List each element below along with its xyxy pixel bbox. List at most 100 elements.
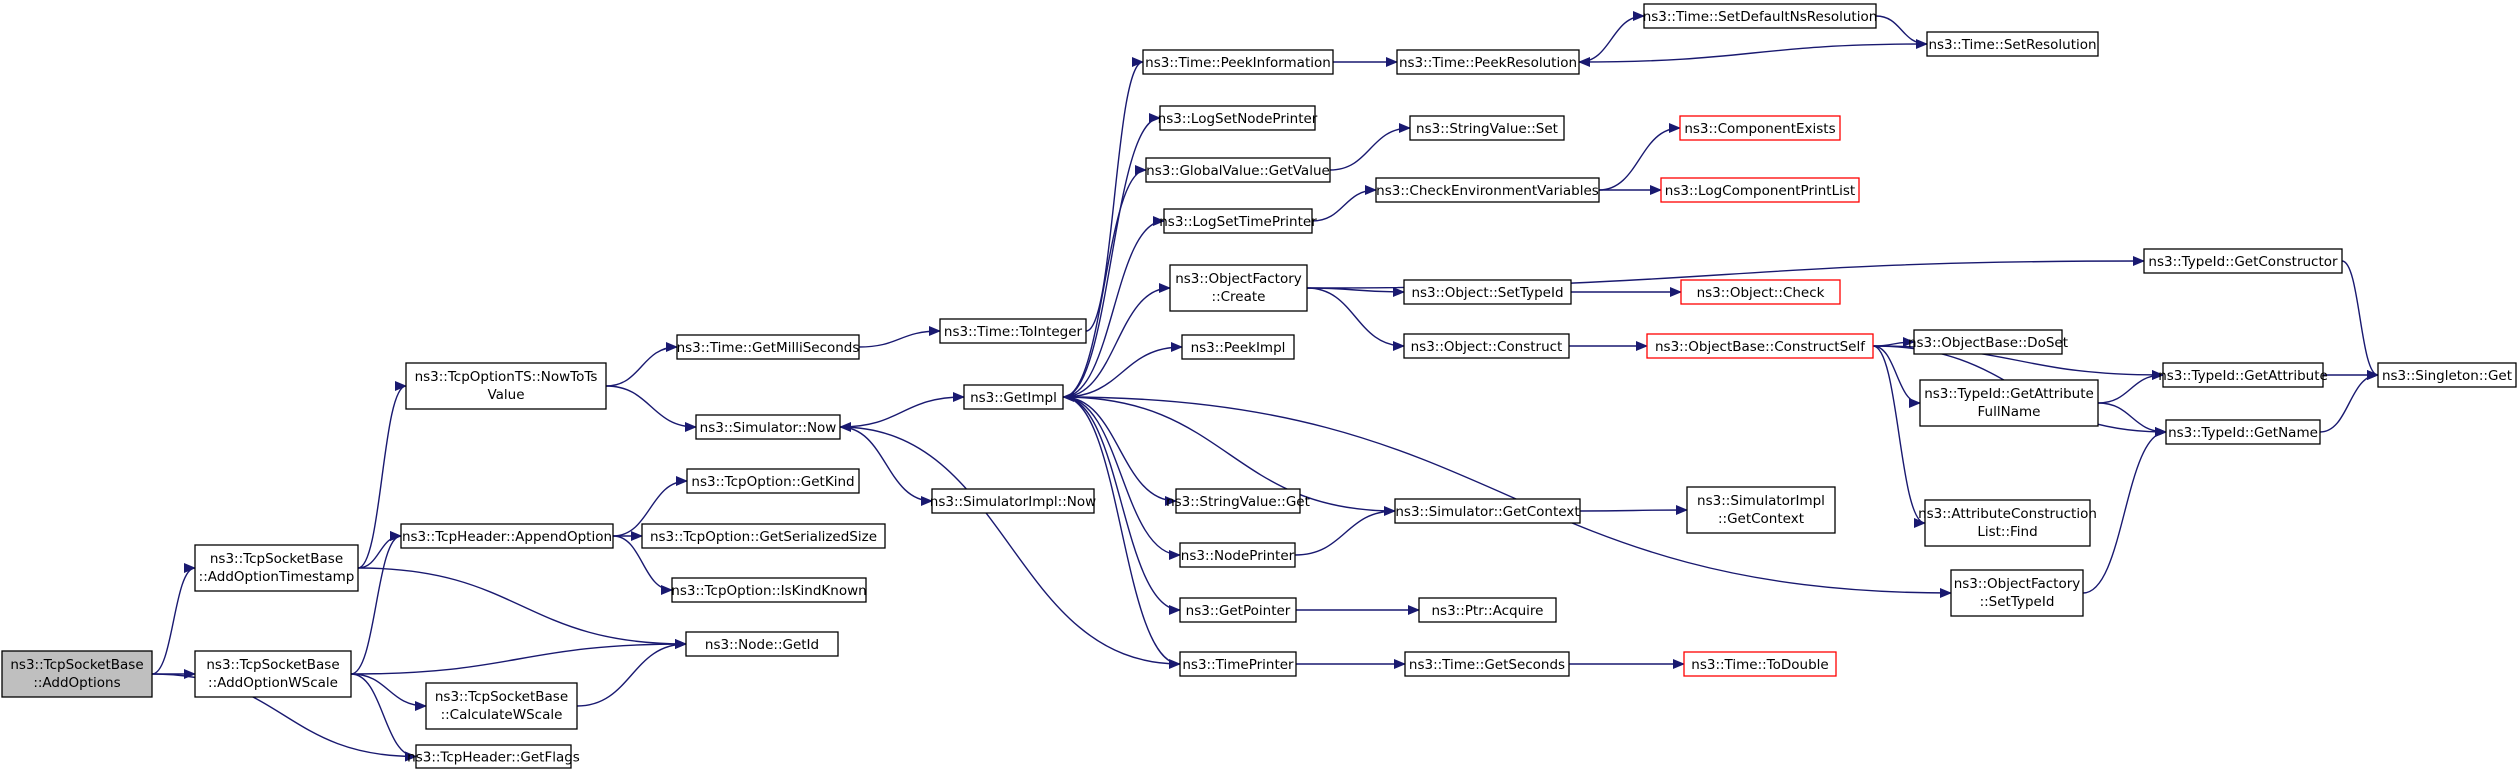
node-simimplnow[interactable]: ns3::SimulatorImpl::Now bbox=[930, 488, 1096, 514]
edge-arrow bbox=[151, 563, 196, 675]
edge-getimpl-to-gvget bbox=[1062, 165, 1147, 398]
node-ofsettid[interactable]: ns3::ObjectFactory::SetTypeId bbox=[1950, 569, 2084, 617]
node-logtime[interactable]: ns3::LogSetTimePrinter bbox=[1159, 208, 1317, 234]
node-nodeid[interactable]: ns3::Node::GetId bbox=[685, 631, 839, 657]
node-singleton[interactable]: ns3::Singleton::Get bbox=[2377, 362, 2517, 388]
node-svset[interactable]: ns3::StringValue::Set bbox=[1409, 115, 1565, 141]
node-box bbox=[695, 414, 841, 440]
node-label-line: List::Find bbox=[1977, 524, 2037, 540]
node-box bbox=[1660, 177, 1860, 203]
node-box bbox=[194, 650, 352, 698]
node-setdefres[interactable]: ns3::Time::SetDefaultNsResolution bbox=[1643, 3, 1878, 29]
node-ots[interactable]: ns3::TcpSocketBase::AddOptionTimestamp bbox=[194, 544, 359, 592]
edge-getms-to-toint bbox=[858, 326, 941, 348]
node-label-line: ::GetContext bbox=[1718, 511, 1804, 527]
edge-arrow bbox=[1311, 185, 1377, 222]
node-setres[interactable]: ns3::Time::SetResolution bbox=[1926, 31, 2099, 57]
node-box bbox=[1175, 488, 1301, 514]
edge-setres-to-peekres bbox=[1578, 43, 1928, 67]
node-box bbox=[1409, 115, 1565, 141]
edge-arrow bbox=[350, 673, 417, 762]
node-label-line: ns3::TcpSocketBase bbox=[10, 657, 143, 673]
node-gflags[interactable]: ns3::TcpHeader::GetFlags bbox=[407, 744, 580, 769]
edge-arrow bbox=[1062, 216, 1165, 398]
node-svget[interactable]: ns3::StringValue::Get bbox=[1166, 488, 1310, 514]
edge-root-to-ots bbox=[151, 563, 196, 675]
node-label-line: ns3::TypeId::GetConstructor bbox=[2148, 254, 2338, 270]
node-label-line: ns3::TypeId::GetAttribute bbox=[1924, 386, 2094, 402]
edge-getattrfull-to-tidgetname bbox=[2097, 402, 2167, 437]
edge-nowtots-to-simnow bbox=[605, 385, 697, 432]
node-doset[interactable]: ns3::ObjectBase::DoSet bbox=[1908, 329, 2068, 355]
node-label-line: ns3::Time::ToDouble bbox=[1691, 657, 1828, 673]
node-iskind[interactable]: ns3::TcpOption::IsKindKnown bbox=[671, 577, 867, 603]
node-ptracq[interactable]: ns3::Ptr::Acquire bbox=[1418, 597, 1557, 623]
node-simimplctx[interactable]: ns3::SimulatorImpl::GetContext bbox=[1686, 486, 1836, 534]
node-toint[interactable]: ns3::Time::ToInteger bbox=[939, 318, 1087, 344]
node-box bbox=[425, 682, 578, 730]
node-calcws[interactable]: ns3::TcpSocketBase::CalculateWScale bbox=[425, 682, 578, 730]
edge-arrow bbox=[1329, 123, 1411, 171]
node-getser[interactable]: ns3::TcpOption::GetSerializedSize bbox=[641, 523, 886, 549]
node-label-line: ns3::LogSetNodePrinter bbox=[1158, 111, 1318, 127]
node-simctx[interactable]: ns3::Simulator::GetContext bbox=[1394, 498, 1581, 524]
edge-constructself-to-getattrfull bbox=[1872, 345, 1921, 408]
edge-logtime-to-checkenv bbox=[1311, 185, 1377, 222]
node-getkind[interactable]: ns3::TcpOption::GetKind bbox=[686, 468, 860, 494]
node-timeprinter[interactable]: ns3::TimePrinter bbox=[1179, 651, 1297, 677]
node-ows[interactable]: ns3::TcpSocketBase::AddOptionWScale bbox=[194, 650, 352, 698]
node-tidgetname[interactable]: ns3::TypeId::GetName bbox=[2165, 419, 2321, 445]
node-setobjtid[interactable]: ns3::Object::SetTypeId bbox=[1403, 279, 1572, 305]
node-box bbox=[1163, 208, 1313, 234]
node-gvget[interactable]: ns3::GlobalValue::GetValue bbox=[1145, 157, 1331, 183]
node-logcomplist[interactable]: ns3::LogComponentPrintList bbox=[1660, 177, 1860, 203]
node-box bbox=[1680, 279, 1841, 305]
edge-calcws-to-nodeid bbox=[576, 639, 687, 707]
node-simnow[interactable]: ns3::Simulator::Now bbox=[695, 414, 841, 440]
node-box bbox=[415, 744, 572, 769]
node-lognode[interactable]: ns3::LogSetNodePrinter bbox=[1158, 105, 1318, 131]
edge-arrow bbox=[1306, 287, 1405, 351]
node-label-line: ns3::ObjectFactory bbox=[1175, 271, 1302, 287]
edge-gvget-to-svset bbox=[1329, 123, 1411, 171]
node-tidgetctor[interactable]: ns3::TypeId::GetConstructor bbox=[2143, 248, 2343, 274]
node-peekinfo[interactable]: ns3::Time::PeekInformation bbox=[1142, 49, 1334, 75]
edge-getattrfull-to-tidgetattr bbox=[2097, 370, 2164, 404]
edge-arrow bbox=[1062, 396, 1181, 560]
node-peekres[interactable]: ns3::Time::PeekResolution bbox=[1396, 49, 1580, 75]
node-todouble[interactable]: ns3::Time::ToDouble bbox=[1683, 651, 1837, 677]
node-getpointer[interactable]: ns3::GetPointer bbox=[1179, 597, 1297, 623]
edge-ofcreate-to-objconstruct bbox=[1306, 287, 1405, 351]
node-objconstruct[interactable]: ns3::Object::Construct bbox=[1403, 333, 1570, 359]
node-checkenv[interactable]: ns3::CheckEnvironmentVariables bbox=[1375, 177, 1600, 203]
edge-arrow bbox=[1062, 392, 1396, 512]
node-getms[interactable]: ns3::Time::GetMilliSeconds bbox=[676, 334, 860, 360]
edge-arrow bbox=[1875, 15, 1928, 49]
node-layer: ns3::TcpSocketBase::AddOptionsns3::TcpSo… bbox=[1, 3, 2517, 769]
node-root[interactable]: ns3::TcpSocketBase::AddOptions bbox=[1, 650, 153, 698]
edge-arrow bbox=[1062, 342, 1183, 398]
node-compexists[interactable]: ns3::ComponentExists bbox=[1679, 115, 1841, 141]
node-label-line: ns3::NodePrinter bbox=[1181, 548, 1295, 564]
node-box bbox=[671, 577, 867, 603]
node-nodeprinter[interactable]: ns3::NodePrinter bbox=[1179, 542, 1296, 568]
edge-peekres-to-setdefres bbox=[1578, 11, 1645, 63]
node-tidgetattr[interactable]: ns3::TypeId::GetAttribute bbox=[2158, 362, 2328, 388]
node-appendopt[interactable]: ns3::TcpHeader::AppendOption bbox=[400, 523, 614, 549]
node-getsecs[interactable]: ns3::Time::GetSeconds bbox=[1404, 651, 1570, 677]
node-box bbox=[1913, 329, 2063, 355]
node-ofcreate[interactable]: ns3::ObjectFactory::Create bbox=[1169, 264, 1308, 312]
node-peekimpl[interactable]: ns3::PeekImpl bbox=[1181, 334, 1295, 360]
edge-arrow bbox=[2097, 402, 2167, 437]
node-label-line: ns3::TcpOption::GetSerializedSize bbox=[650, 529, 877, 545]
edge-arrow bbox=[2341, 260, 2379, 380]
node-getimpl[interactable]: ns3::GetImpl bbox=[963, 384, 1064, 410]
node-constructself[interactable]: ns3::ObjectBase::ConstructSelf bbox=[1646, 333, 1874, 359]
node-objcheck[interactable]: ns3::Object::Check bbox=[1680, 279, 1841, 305]
node-box bbox=[2162, 362, 2324, 388]
node-label-line: ns3::GlobalValue::GetValue bbox=[1146, 163, 1330, 179]
node-label-line: ns3::Ptr::Acquire bbox=[1432, 603, 1544, 619]
